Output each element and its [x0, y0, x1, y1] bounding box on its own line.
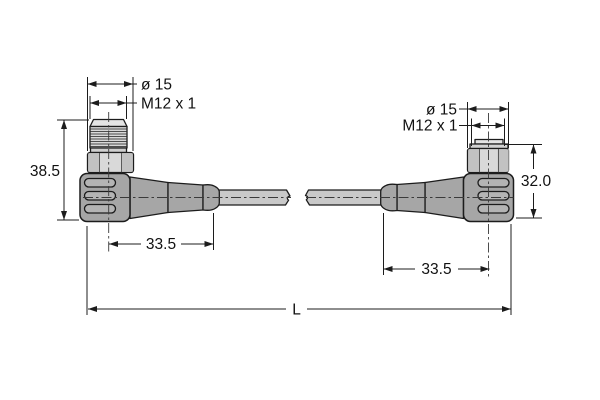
left-thread-label: M12 x 1 [141, 96, 196, 113]
overall-length-label: L [292, 302, 301, 319]
left-length-label: 33.5 [146, 236, 176, 253]
cable-group [217, 189, 383, 206]
left-hex-face-shade [121, 153, 133, 172]
right-length-label: 33.5 [421, 261, 451, 278]
left-hex-face-shade [88, 153, 100, 172]
right-hex-face-shade [497, 149, 509, 172]
dim-right-height [504, 144, 542, 219]
left-cable-grommet [202, 184, 220, 211]
centerlines [83, 112, 514, 277]
right-socket-cap [474, 138, 504, 145]
left-diameter-label: ø 15 [141, 77, 172, 94]
right-diameter-label: ø 15 [426, 102, 457, 119]
right-grip-rib [477, 203, 510, 214]
left-grip-rib [83, 190, 117, 201]
right-socket-flange [469, 143, 509, 150]
dim-overall-length [86, 224, 512, 315]
left-grip-rib [83, 177, 117, 188]
dim-right-length [383, 213, 490, 275]
left-connector-metal [86, 118, 135, 174]
dim-left-height [57, 119, 89, 221]
right-height-label: 32.0 [521, 173, 552, 190]
right-grip-rib [477, 190, 510, 201]
right-thread-label: M12 x 1 [402, 118, 457, 135]
left-height-label: 38.5 [30, 163, 60, 180]
right-connector [380, 138, 515, 223]
right-hex-face-shade [468, 149, 480, 172]
dim-left-diameter [87, 77, 137, 151]
dim-right-thread [459, 118, 505, 146]
dim-left-length [109, 213, 214, 250]
right-grip-rib [477, 177, 510, 188]
left-connector [79, 118, 220, 223]
dim-left-thread [89, 96, 137, 119]
left-grip-rib [83, 203, 117, 214]
